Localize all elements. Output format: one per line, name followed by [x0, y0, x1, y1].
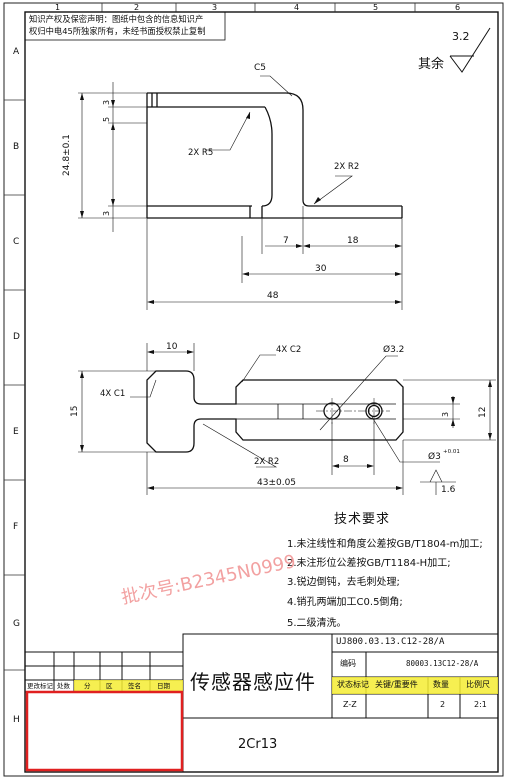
dim-18: 18 [347, 236, 359, 246]
col-label-2: 2 [134, 3, 140, 12]
top-view-dims [78, 75, 403, 310]
qty-value: 2 [440, 700, 446, 709]
dim-3-bottom: 3 [441, 411, 450, 417]
top-view-arrows [80, 93, 402, 304]
rev-header-date: 日期 [157, 682, 170, 690]
rev-header-fen: 分 [84, 682, 91, 690]
tech-req-item-5: 5.二级清洗。 [287, 618, 347, 629]
chamfer-c5: C5 [254, 63, 267, 73]
notice-box [24, 11, 226, 41]
status-value: Z-Z [343, 700, 357, 709]
radius-2xr2-top: 2X R2 [334, 162, 360, 172]
chamfer-4xc2: 4X C2 [276, 345, 302, 355]
dim-top-3: 3 [102, 99, 111, 105]
dim-12: 12 [478, 406, 488, 418]
centre-lines [316, 398, 390, 424]
row-label-g: G [13, 619, 20, 629]
dim-15: 15 [70, 405, 80, 417]
col-label-1: 1 [55, 3, 61, 12]
bottom-view-arrows [80, 350, 492, 490]
rev-header-sign: 签名 [128, 682, 141, 690]
rev-highlight [74, 680, 183, 692]
hole-d3: Ø3 [428, 452, 441, 462]
row-label-a: A [13, 47, 20, 57]
col-label-6: 6 [455, 3, 461, 12]
tech-req-title: 技术要求 [334, 512, 391, 527]
radius-2xr2-bottom: 2X R2 [254, 457, 280, 467]
code-label: 编码 [340, 659, 356, 668]
row-label-b: B [13, 142, 20, 152]
rev-header-count: 处数 [57, 682, 70, 690]
key-part-label: 关键/重要件 [375, 680, 418, 689]
row-label-d: D [13, 332, 20, 342]
row-label-e: E [13, 427, 19, 437]
outer-frame [3, 2, 504, 777]
roughness-value: 3.2 [452, 30, 470, 43]
dim-30: 30 [315, 264, 327, 274]
dim-8: 8 [343, 455, 349, 465]
top-view-outline [146, 92, 403, 219]
row-label-h: H [13, 715, 20, 725]
column-ticks [101, 3, 416, 12]
rev-header-mark: 更改标记 [27, 682, 53, 690]
tech-req-item-3: 3.锐边倒钝，去毛刺处理; [287, 577, 400, 588]
roughness-label: 其余 [418, 57, 445, 72]
tech-req-item-4: 4.销孔两端加工C0.5倒角; [287, 597, 403, 608]
dim-5: 5 [102, 116, 111, 122]
bottom-view-outline [146, 370, 404, 453]
rev-header-qu: 区 [106, 682, 113, 690]
col-label-4: 4 [294, 3, 300, 12]
tech-req-item-2: 2.未注形位公差按GB/T1184-H加工; [287, 558, 451, 569]
radius-2xr5: 2X R5 [188, 148, 214, 158]
status-highlight [332, 677, 498, 694]
roughness-symbol [449, 27, 491, 73]
part-name: 传感器感应件 [190, 670, 316, 694]
flatness-value: 1.6 [441, 485, 456, 495]
dim-10: 10 [166, 342, 178, 352]
hole-d3-tolerance: +0.01 [443, 449, 460, 455]
tech-req-item-1: 1.未注线性和角度公差按GB/T1804-m加工; [287, 539, 483, 550]
material: 2Cr13 [238, 737, 278, 752]
hole-d32: Ø3.2 [383, 345, 405, 355]
col-label-5: 5 [373, 3, 379, 12]
dim-48: 48 [267, 291, 279, 301]
dim-43: 43±0.05 [257, 478, 297, 488]
col-label-3: 3 [212, 3, 218, 12]
red-mark-box [25, 690, 184, 772]
row-label-c: C [13, 237, 20, 247]
inner-frame [24, 11, 499, 773]
chamfer-4xc1: 4X C1 [100, 389, 126, 399]
dim-bottom-3: 3 [102, 210, 111, 216]
scale-value: 2:1 [474, 700, 487, 709]
drawing-number: UJ800.03.13.C12-28/A [336, 637, 445, 647]
qty-label: 数量 [433, 680, 449, 689]
row-label-f: F [13, 522, 19, 532]
scale-label: 比例尺 [466, 680, 490, 689]
status-label: 状态标记 [337, 680, 369, 689]
code-value: 80003.13C12-28/A [406, 659, 479, 668]
notice-line-2: 权归中电45所独家所有，未经书面授权禁止复制 [29, 26, 206, 36]
dim-7: 7 [283, 236, 289, 246]
dim-height-248: 24.8±0.1 [62, 134, 72, 176]
row-ticks [4, 99, 25, 671]
notice-line-1: 知识产权及保密声明：图纸中包含的信息知识产 [29, 14, 204, 24]
